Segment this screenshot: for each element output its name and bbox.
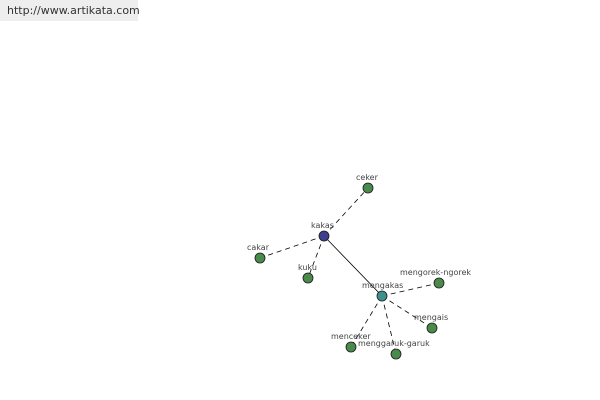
graph-node-mengorek-ngorek[interactable]: mengorek-ngorek — [400, 268, 471, 289]
node-dot-mengakas[interactable] — [376, 290, 388, 302]
edge-kakas-cakar — [259, 235, 325, 259]
node-label-mengorek-ngorek[interactable]: mengorek-ngorek — [400, 268, 471, 277]
edge-kakas-kuku — [307, 235, 325, 279]
site-url-link[interactable]: http://www.artikata.com — [7, 4, 140, 17]
node-dot-kuku[interactable] — [302, 272, 314, 284]
url-banner: http://www.artikata.com — [0, 0, 140, 21]
node-dot-ceker[interactable] — [362, 182, 374, 194]
edge-kakas-ceker — [323, 187, 369, 237]
node-dot-cakar[interactable] — [254, 252, 266, 264]
node-dot-mengais[interactable] — [426, 322, 438, 334]
node-dot-mengeker[interactable] — [345, 341, 357, 353]
node-label-mengakas[interactable]: mengakas — [362, 281, 403, 290]
edge-mengakas-mengeker — [350, 295, 383, 348]
node-label-cakar[interactable]: cakar — [247, 243, 270, 252]
graph-node-cakar[interactable]: cakar — [247, 243, 270, 264]
graph-node-kuku[interactable]: kuku — [298, 263, 317, 284]
graph-node-mengakas[interactable]: mengakas — [362, 281, 403, 302]
graph-node-menggaruk-garuk[interactable]: menggaruk-garuk — [358, 339, 430, 360]
node-label-mengeker[interactable]: menceker — [331, 332, 371, 341]
node-dot-mengorek-ngorek[interactable] — [433, 277, 445, 289]
node-label-menggaruk-garuk[interactable]: menggaruk-garuk — [358, 339, 430, 348]
node-label-kakas[interactable]: kakas — [311, 221, 334, 230]
node-label-kuku[interactable]: kuku — [298, 263, 317, 272]
node-dot-menggaruk-garuk[interactable] — [390, 348, 402, 360]
edge-mengakas-menggaruk-garuk — [381, 295, 397, 355]
graph-nodes: kakas ceker cakar kuku mengakas mengorek-ngor… — [247, 173, 471, 360]
graph-node-kakas[interactable]: kakas — [311, 221, 334, 242]
node-label-mengais[interactable]: mengais — [414, 313, 448, 322]
edge-mengakas-mengorek-ngorek — [381, 282, 440, 297]
graph-edges — [259, 187, 440, 355]
graph-node-mengais[interactable]: mengais — [414, 313, 448, 334]
graph-node-ceker[interactable]: ceker — [356, 173, 379, 194]
node-dot-kakas[interactable] — [318, 230, 330, 242]
node-label-ceker[interactable]: ceker — [356, 173, 379, 182]
edge-kakas-mengakas — [323, 235, 383, 297]
graph-node-mengeker[interactable]: menceker — [331, 332, 371, 353]
edge-mengakas-mengais — [381, 295, 433, 329]
